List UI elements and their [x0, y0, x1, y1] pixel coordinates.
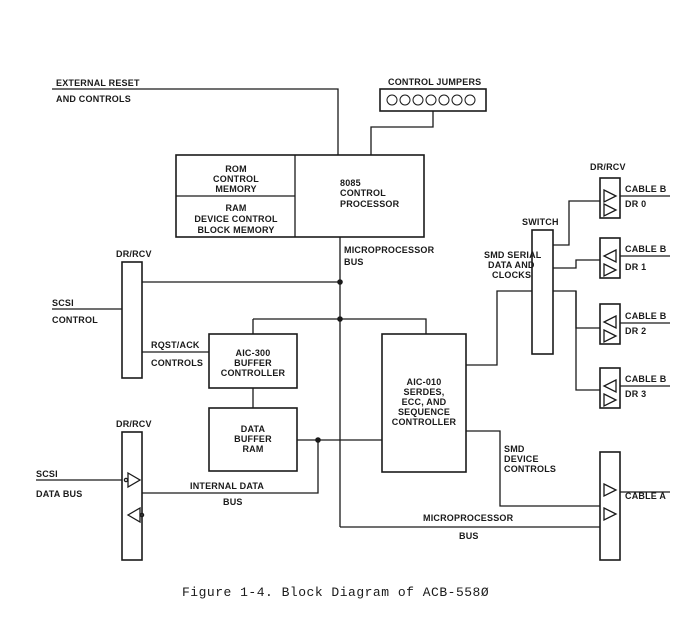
bus-junctions: [315, 279, 343, 443]
dr-3-label: DR 3: [625, 389, 646, 399]
figure-caption: Figure 1-4. Block Diagram of ACB-558Ø: [182, 585, 489, 600]
aic-300-label-3: CONTROLLER: [221, 368, 286, 378]
cable-b-3-label: CABLE B: [625, 374, 667, 384]
controls-label: CONTROLS: [151, 358, 203, 368]
processor-memory-block: [175, 154, 425, 238]
aic-010-label-2: SERDES,: [404, 387, 445, 397]
aic-010-label-4: SEQUENCE: [398, 407, 450, 417]
jumper-pins-icon: [386, 94, 476, 106]
smd-device-controls-label-2: DEVICE: [504, 454, 539, 464]
control-jumpers-label: CONTROL JUMPERS: [388, 77, 481, 87]
internal-data-bus-label-2: BUS: [223, 497, 243, 507]
aic-300-label-2: BUFFER: [234, 358, 272, 368]
microprocessor-bus-label-2: BUS: [344, 257, 364, 267]
aic-010-serdes-controller: [381, 333, 467, 473]
control-jumpers-block: [379, 88, 487, 112]
smd-device-controls-label-3: CONTROLS: [504, 464, 556, 474]
smd-device-controls-label: SMD: [504, 444, 525, 454]
data-buffer-ram: [208, 407, 298, 472]
microprocessor-bus-bottom-label: MICROPROCESSOR: [423, 513, 514, 523]
rom-label-2: CONTROL: [213, 174, 259, 184]
scsi-control-driver: [121, 261, 143, 379]
scsi-data-label: SCSI: [36, 469, 58, 479]
cable-a-label: CABLE A: [625, 491, 666, 501]
cpu-label: 8085: [340, 178, 361, 188]
switch-label: SWITCH: [522, 217, 559, 227]
internal-data-bus-label: INTERNAL DATA: [190, 481, 264, 491]
dr-rcv-top-label: DR/RCV: [116, 249, 152, 259]
cpu-label-3: PROCESSOR: [340, 199, 400, 209]
smd-serial-label: SMD SERIAL: [484, 250, 542, 260]
diagram-labels: EXTERNAL RESET AND CONTROLS CONTROL JUMP…: [36, 77, 667, 541]
data-buffer-ram-label-3: RAM: [242, 444, 263, 454]
smd-serial-label-2: DATA AND: [488, 260, 535, 270]
external-reset-label-2: AND CONTROLS: [56, 94, 131, 104]
rom-label-3: MEMORY: [215, 184, 256, 194]
ram-label-2: DEVICE CONTROL: [194, 214, 278, 224]
dr-2-driver: [599, 303, 621, 345]
ram-label: RAM: [225, 203, 246, 213]
rqst-ack-label: RQST/ACK: [151, 340, 200, 350]
dr-2-label: DR 2: [625, 326, 646, 336]
aic-300-label: AIC-300: [236, 348, 271, 358]
aic-300-buffer-controller: [208, 333, 298, 389]
ram-label-3: BLOCK MEMORY: [197, 225, 274, 235]
scsi-data-driver: [121, 431, 145, 561]
cable-b-0-label: CABLE B: [625, 184, 667, 194]
cable-b-1-label: CABLE B: [625, 244, 667, 254]
microprocessor-bus-label: MICROPROCESSOR: [344, 245, 435, 255]
microprocessor-bus-bottom-label-2: BUS: [459, 531, 479, 541]
data-buffer-ram-label-2: BUFFER: [234, 434, 272, 444]
aic-010-label-3: ECC, AND: [402, 397, 447, 407]
dr-0-driver: [599, 177, 621, 219]
aic-010-label-5: CONTROLLER: [392, 417, 457, 427]
scsi-control-label: SCSI: [52, 298, 74, 308]
dr-rcv-right-label: DR/RCV: [590, 162, 626, 172]
data-buffer-ram-label: DATA: [241, 424, 266, 434]
dr-1-label: DR 1: [625, 262, 646, 272]
aic-010-label: AIC-010: [407, 377, 442, 387]
cable-b-2-label: CABLE B: [625, 311, 667, 321]
dr-3-driver: [599, 367, 621, 409]
dr-rcv-bottom-label: DR/RCV: [116, 419, 152, 429]
rom-label: ROM: [225, 164, 247, 174]
scsi-data-label-2: DATA BUS: [36, 489, 82, 499]
cpu-label-2: CONTROL: [340, 188, 386, 198]
switch-block: [531, 229, 554, 355]
smd-serial-label-3: CLOCKS: [492, 270, 531, 280]
cable-a-driver: [599, 451, 621, 561]
external-reset-label: EXTERNAL RESET: [56, 78, 140, 88]
connection-lines: [36, 88, 670, 528]
dr-1-driver: [599, 237, 621, 279]
dr-0-label: DR 0: [625, 199, 646, 209]
scsi-control-label-2: CONTROL: [52, 315, 98, 325]
